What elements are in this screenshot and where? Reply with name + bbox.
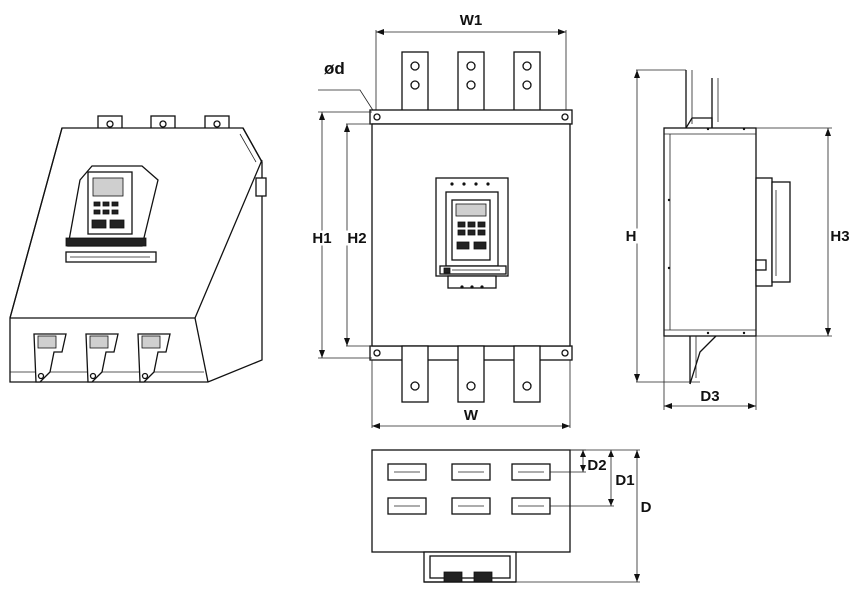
d3-label: D3 [700,388,719,405]
phi-d-label: ød [324,59,345,78]
w1-label: W1 [460,12,483,29]
top-view: D2 D1 D [371,449,652,583]
front-control-module [435,177,509,289]
side-enclosure [663,127,757,337]
w-label: W [464,407,479,424]
h1-h2-dimensions [318,111,372,359]
h-label: H [626,228,637,245]
iso-bottom-terminals [33,333,171,383]
top-view-terminal-slots [387,463,551,515]
d3-dimension [663,336,757,410]
side-keypad-projection [755,177,791,287]
d-dimension [516,449,640,583]
front-top-plate [369,109,573,125]
phi-d-leader [318,89,377,116]
d1-dimension [550,449,614,507]
h3-dimension [756,127,832,337]
w1-dimension [375,29,567,110]
side-top-busbar [685,70,719,129]
d2-label: D2 [587,457,606,474]
side-bottom-busbar [689,335,717,385]
h3-label: H3 [830,228,849,245]
iso-keypad-module [65,165,159,263]
w-dimension [371,360,571,429]
h2-label: H2 [347,230,366,247]
isometric-view [9,115,267,383]
front-view: W1 ød [310,12,573,429]
h1-label: H1 [312,230,331,247]
d1-label: D1 [615,472,634,489]
front-bottom-busbars [401,345,541,403]
d-label: D [641,499,652,516]
top-view-module-projection [423,551,517,583]
side-view: H [623,69,850,410]
h-dimension [634,69,700,383]
